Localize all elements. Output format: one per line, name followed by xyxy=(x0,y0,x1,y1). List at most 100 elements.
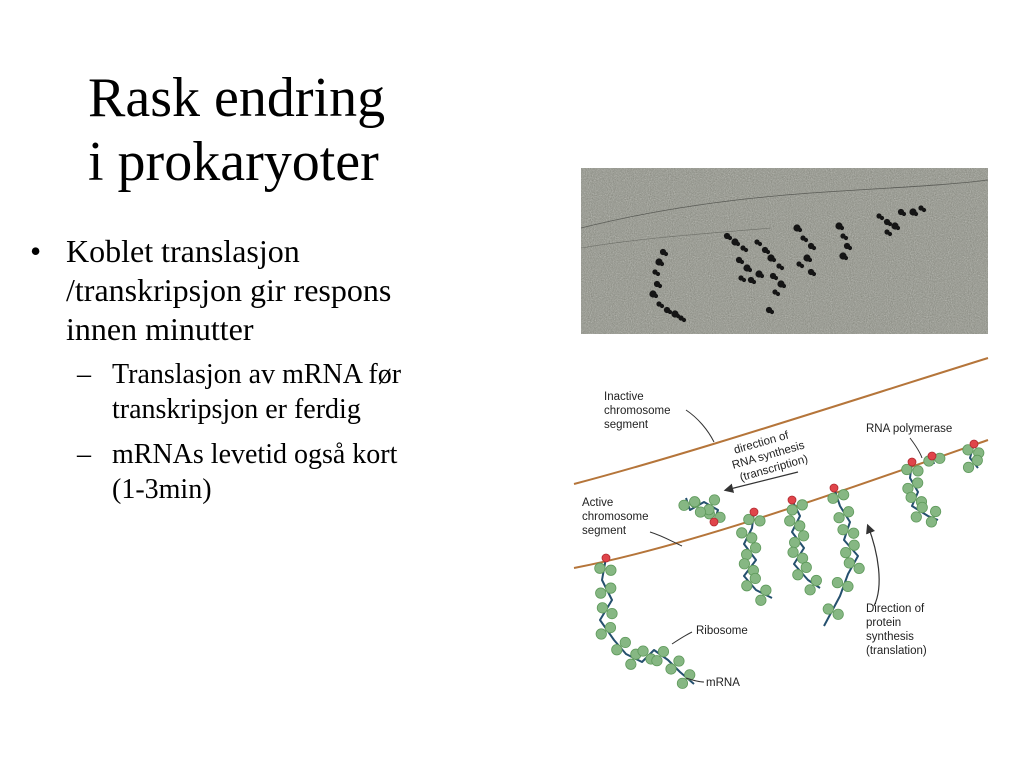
sub-bullet-2: – mRNAs levetid også kort (1-3min) xyxy=(30,437,545,507)
ribosome xyxy=(596,602,608,614)
sub-bullet-mark: – xyxy=(77,439,91,470)
ribosome xyxy=(912,477,924,489)
ribosome xyxy=(853,562,865,574)
ribosome xyxy=(971,454,983,466)
inactive-label-3: segment xyxy=(604,419,649,431)
polysome-dot xyxy=(741,277,747,283)
ribosome xyxy=(743,513,755,526)
polysome-dot xyxy=(743,247,749,253)
ribosome xyxy=(962,444,974,456)
direction-rna-label: direction of RNA synthesis (transcriptio… xyxy=(731,429,810,484)
rna-polymerase xyxy=(829,483,839,493)
transcription-direction-arrow xyxy=(723,471,799,493)
ribosome xyxy=(694,506,707,518)
ribosome xyxy=(901,463,913,476)
transcription-translation-diagram: Inactive chromosome segment direction of… xyxy=(568,350,992,696)
ribosome xyxy=(665,663,677,675)
bullet-line-1: Koblet translasjon xyxy=(66,233,300,269)
inactive-label-2: chromosome xyxy=(604,405,670,417)
ribosome xyxy=(912,465,924,477)
polysome-dot xyxy=(765,249,771,255)
ribosome xyxy=(800,561,812,573)
polysome-dot xyxy=(769,309,775,315)
ribosome xyxy=(594,562,606,574)
ribosome xyxy=(678,499,690,511)
bullet-mark: • xyxy=(30,233,42,269)
ribosome xyxy=(651,655,663,667)
sub-bullet-2-line-2: (1-3min) xyxy=(112,474,212,505)
direction-protein-label-2: protein xyxy=(866,617,901,629)
polysome-dot xyxy=(739,259,745,265)
ribosome xyxy=(962,461,975,473)
direction-protein-label-1: Direction of xyxy=(866,603,925,615)
direction-protein-label-3: synthesis xyxy=(866,631,914,643)
ribosome xyxy=(833,512,845,524)
ribosome xyxy=(595,587,607,599)
ribosome xyxy=(708,494,721,506)
rna-polymerase xyxy=(709,517,719,527)
ribosome xyxy=(822,603,834,615)
ribosome xyxy=(637,645,649,657)
polysome-dot xyxy=(803,237,809,243)
rna-polymerase xyxy=(907,457,917,467)
polymerase-leader-line xyxy=(909,437,923,459)
sub-bullet-1-line-2: transkripsjon er ferdig xyxy=(112,394,361,425)
ribosome xyxy=(843,557,855,569)
ribosome xyxy=(755,594,767,606)
ribosome xyxy=(606,608,618,620)
sub-bullet-1-line-1: Translasjon av mRNA før xyxy=(112,359,402,390)
polysome-dot xyxy=(757,241,763,247)
ribosome xyxy=(754,515,766,527)
polysome-dot xyxy=(735,241,741,247)
direction-protein-label-4: (translation) xyxy=(866,645,927,657)
polysome-dot xyxy=(811,245,817,251)
title-line-2: i prokaryoter xyxy=(88,131,379,193)
polysome-dot xyxy=(843,255,849,261)
ribosome xyxy=(831,577,844,589)
rna-polymerase xyxy=(601,553,611,563)
main-bullet: • Koblet translasjon /transkripsjon gir … xyxy=(30,232,545,349)
ribosome xyxy=(605,582,617,594)
mrna-strand xyxy=(791,499,821,589)
main-bullet-text: Koblet translasjon /transkripsjon gir re… xyxy=(66,232,545,349)
sub-bullet-1: – Translasjon av mRNA før transkripsjon … xyxy=(30,357,545,427)
ribosome xyxy=(657,645,670,658)
ribosome xyxy=(842,580,854,593)
ribosome xyxy=(741,548,753,561)
ribosome xyxy=(794,520,806,532)
ribosome xyxy=(842,506,855,518)
ribosome xyxy=(827,492,839,504)
polysome-dot xyxy=(667,309,673,315)
ribosome xyxy=(595,628,607,640)
polysome-dot xyxy=(681,317,687,323)
active-label-3: segment xyxy=(582,525,627,537)
ribosome xyxy=(738,558,750,570)
ribosome xyxy=(810,574,822,587)
polysome-dot xyxy=(799,263,805,269)
rna-polymerase xyxy=(927,451,937,461)
polysome-dot xyxy=(659,261,665,267)
polysome-dot xyxy=(779,265,785,271)
inactive-label-1: Inactive xyxy=(604,391,644,403)
mrna-strands xyxy=(594,439,985,689)
sub-bullet-2-line-1: mRNAs levetid også kort xyxy=(112,439,398,470)
sub-bullet-1-text: Translasjon av mRNA før transkripsjon er… xyxy=(112,357,545,427)
micrograph-image xyxy=(581,168,988,334)
ribosome xyxy=(684,669,696,681)
ribosome-leader-line xyxy=(671,631,693,645)
ribosome xyxy=(905,491,917,503)
polysome-dot xyxy=(775,291,781,297)
mrna-leader-line xyxy=(685,677,705,683)
rna-polymerase xyxy=(787,495,797,505)
polysome-dot xyxy=(807,257,813,263)
polysome-dot xyxy=(901,211,907,217)
polysome-dot xyxy=(847,245,853,251)
polysome-dot xyxy=(843,235,849,241)
ribosome xyxy=(689,496,701,508)
ribosome xyxy=(619,636,631,649)
polysome-dot xyxy=(747,267,753,273)
polysome-dot xyxy=(879,215,885,221)
active-leader-line xyxy=(649,531,683,547)
ribosome xyxy=(604,621,617,634)
ribosome xyxy=(832,608,844,620)
